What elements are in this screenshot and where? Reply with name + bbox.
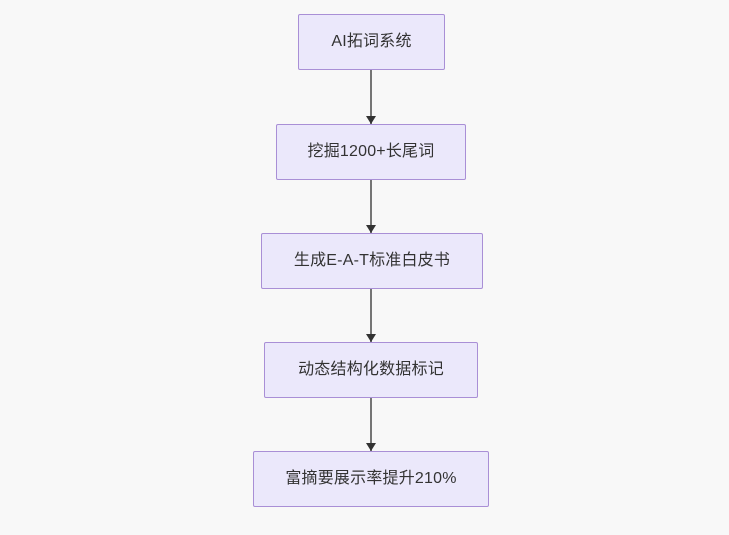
flow-node-dynamic-structured-data-markup[interactable]: 动态结构化数据标记 xyxy=(264,342,478,398)
flow-node-label: 挖掘1200+长尾词 xyxy=(307,143,435,161)
arrow-down-icon xyxy=(366,116,376,124)
flow-node-mine-longtail-keywords[interactable]: 挖掘1200+长尾词 xyxy=(276,124,466,180)
edge-line xyxy=(370,289,372,342)
flow-node-label: AI拓词系统 xyxy=(331,33,412,51)
edge-line xyxy=(370,70,372,124)
flow-node-label: 动态结构化数据标记 xyxy=(298,361,444,379)
flow-node-label: 富摘要展示率提升210% xyxy=(285,470,457,488)
flow-node-ai-keyword-system[interactable]: AI拓词系统 xyxy=(298,14,445,70)
arrow-down-icon xyxy=(366,225,376,233)
flow-node-rich-snippet-impression-lift[interactable]: 富摘要展示率提升210% xyxy=(253,451,489,507)
arrow-down-icon xyxy=(366,443,376,451)
edge-line xyxy=(370,398,372,451)
arrow-down-icon xyxy=(366,334,376,342)
flow-node-label: 生成E-A-T标准白皮书 xyxy=(293,252,451,270)
flow-node-generate-eat-whitepaper[interactable]: 生成E-A-T标准白皮书 xyxy=(261,233,483,289)
edge-line xyxy=(370,180,372,233)
